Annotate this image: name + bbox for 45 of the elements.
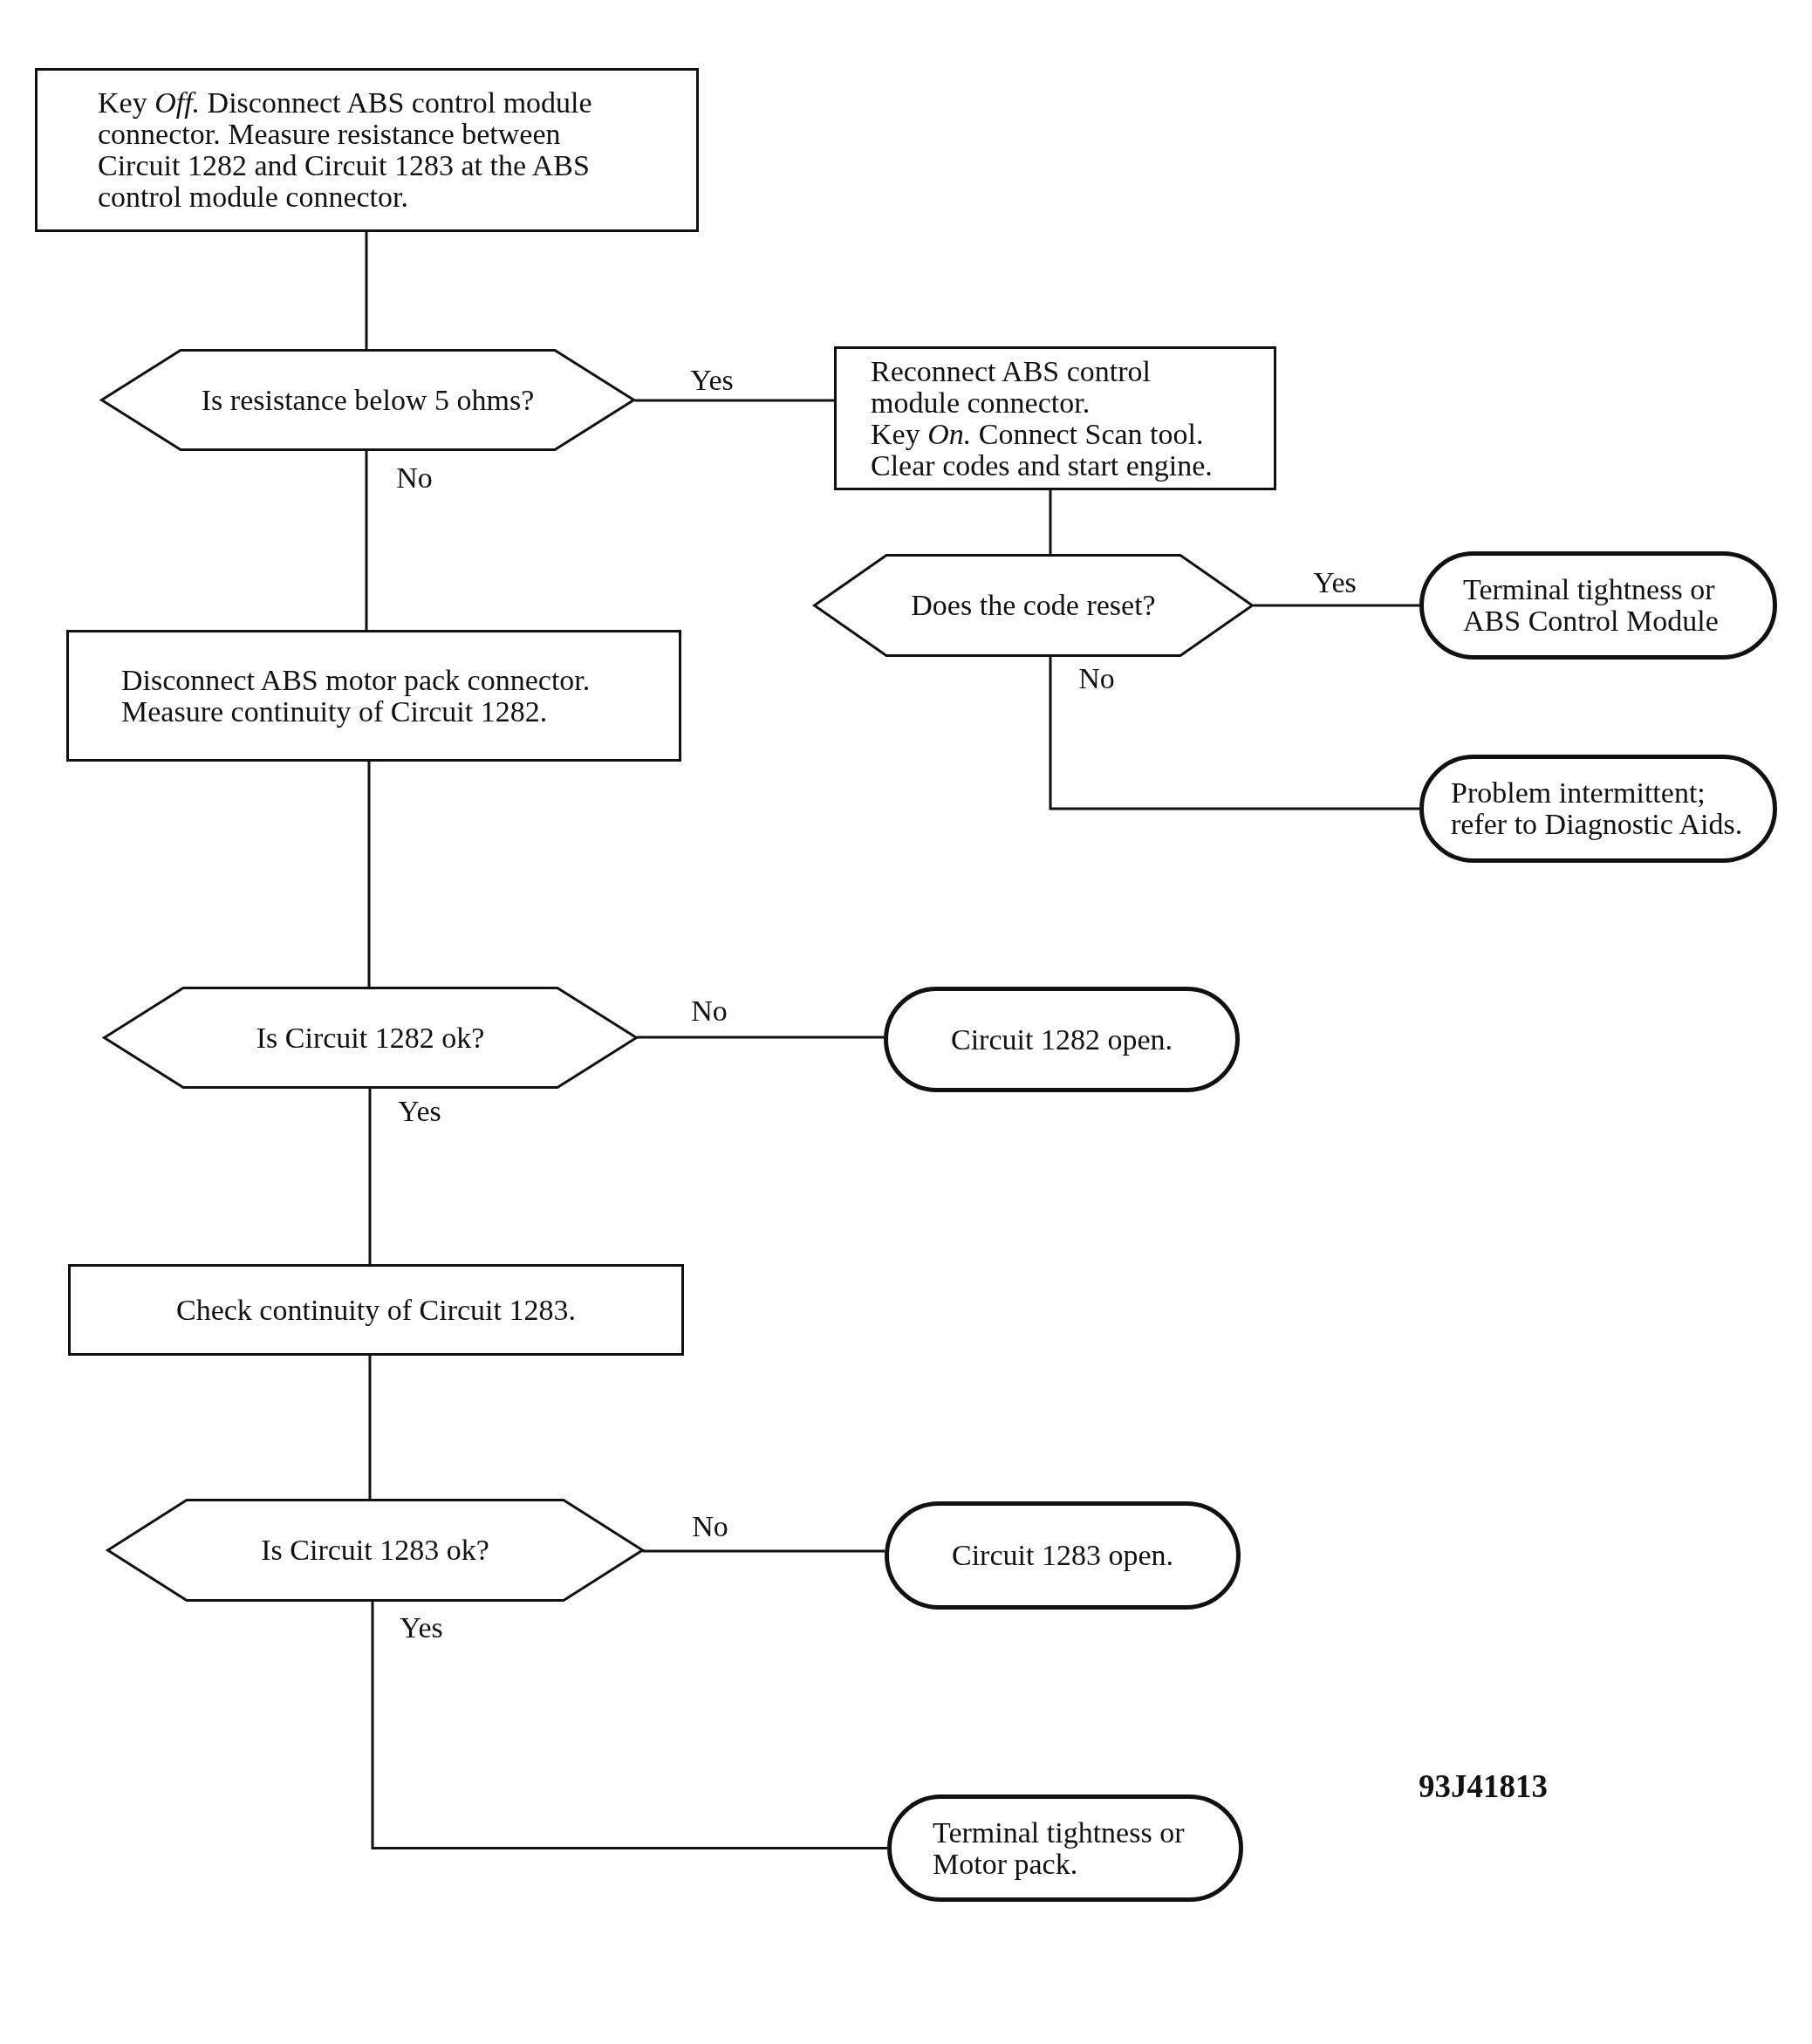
question-text: Is resistance below 5 ohms? — [201, 384, 535, 416]
edge-label: No — [1078, 663, 1115, 694]
edge-label: Yes — [1313, 567, 1357, 598]
edge-label: No — [692, 1511, 728, 1542]
connector-line — [1254, 604, 1419, 607]
edge-label: No — [396, 462, 433, 494]
edge-label: Yes — [690, 365, 734, 396]
result-text: Problem intermittent; refer to Diagnostic Aids. — [1451, 777, 1744, 840]
edge-label: Yes — [400, 1612, 443, 1644]
decision-hexagon — [100, 349, 635, 451]
result-text: Terminal tightness or Motor pack. — [933, 1816, 1186, 1880]
decision-hexagon — [103, 987, 638, 1089]
connector-line — [642, 1549, 885, 1553]
connector-line — [365, 232, 368, 349]
step-text: Check continuity of Circuit 1283. — [176, 1294, 576, 1326]
connector-line — [634, 399, 834, 402]
connector-line — [368, 1089, 372, 1264]
step-text: Clear codes and start engine. — [871, 449, 1214, 482]
connector-line — [1049, 490, 1052, 554]
connector-line — [368, 1356, 372, 1499]
step-text: Disconnect ABS motor pack connector. — [121, 664, 591, 696]
process-box — [35, 68, 699, 232]
step-text: Measure continuity of Circuit 1282. — [121, 695, 549, 728]
process-box — [834, 346, 1276, 490]
step-text: Key Off. Disconnect ABS control module connector. Measure resistance between Circuit 1282 and Circuit 1283 at the ABS control module connector. — [98, 87, 593, 213]
decision-hexagon — [813, 554, 1254, 657]
result-text: Circuit 1283 open. — [952, 1540, 1173, 1571]
process-box — [66, 630, 681, 762]
step-text: Reconnect ABS control module connector. — [871, 355, 1152, 419]
decision-hexagon — [106, 1499, 644, 1602]
connector-line — [371, 1602, 887, 1849]
question-text: Does the code reset? — [911, 590, 1156, 621]
edge-label: Yes — [398, 1096, 441, 1127]
edge-label: No — [691, 995, 728, 1027]
figure-code: 93J41813 — [1419, 1769, 1548, 1804]
connector-line — [637, 1036, 885, 1039]
question-text: Is Circuit 1282 ok? — [256, 1022, 485, 1054]
question-text: Is Circuit 1283 ok? — [261, 1535, 489, 1566]
connector-line — [367, 762, 371, 987]
process-box — [68, 1264, 684, 1356]
connector-line — [365, 451, 368, 630]
connector-line — [1049, 657, 1419, 810]
result-text: Circuit 1282 open. — [951, 1023, 1173, 1056]
step-text: Key On. Connect Scan tool. — [871, 418, 1205, 450]
result-text: Terminal tightness or ABS Control Module — [1463, 574, 1720, 637]
